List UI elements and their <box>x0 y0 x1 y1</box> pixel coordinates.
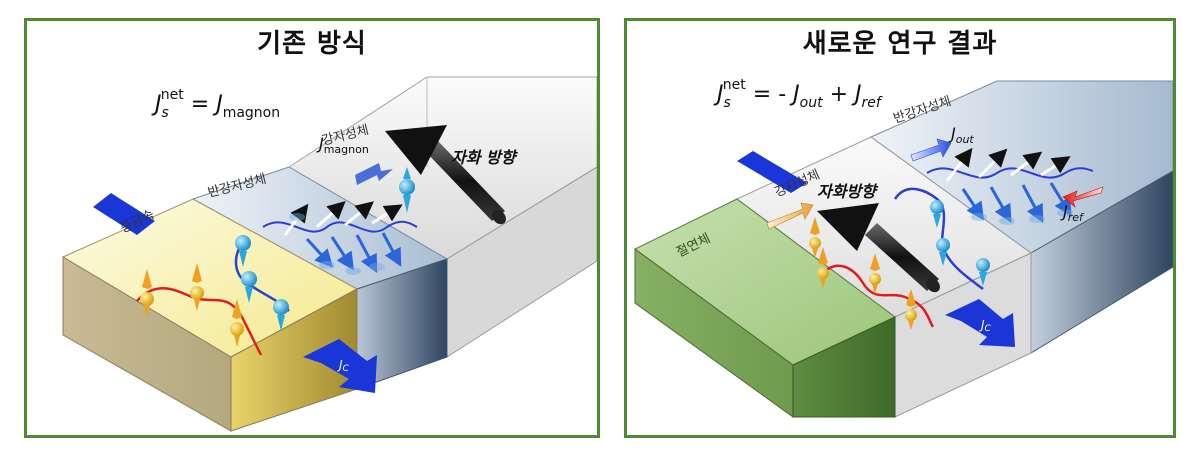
antiferro-spin-arrows-left <box>283 200 403 273</box>
ferro-spin-wave-red <box>822 264 935 328</box>
heavy-metal-spin-wave <box>136 287 263 356</box>
magnetization-arrow-right <box>817 203 940 293</box>
antiferromagnet-block <box>191 166 449 390</box>
spin-current-arrow-orange <box>766 202 814 230</box>
label-magnetization-right: 자화방향 <box>817 182 879 201</box>
electron-spins-right <box>930 200 990 286</box>
antiferro-spin-arrows-right <box>945 147 1072 223</box>
panel-new-result: 새로운 연구 결과 <box>624 18 1176 438</box>
electron-trajectory-right <box>893 187 984 291</box>
equation-conventional: Jsnet = Jmagnon <box>151 87 280 121</box>
label-jref: Jref <box>1060 202 1085 224</box>
magnon-wave-right <box>926 167 1094 179</box>
electron-spins-left <box>235 235 289 331</box>
label-jout: Jout <box>948 124 974 146</box>
panel-title-conventional: 기존 방식 <box>257 29 367 59</box>
jc-arrow-left <box>303 339 377 393</box>
spin-precession-discs-right <box>971 209 1073 225</box>
jc-arrow-right <box>945 299 1015 347</box>
label-magnetization-left: 자화 방향 <box>451 148 519 167</box>
magnetization-arrow-left <box>385 125 506 225</box>
spin-precession-discs-left <box>289 213 385 275</box>
panel-conventional: 기존 방식 <box>24 18 600 438</box>
equation-new-result: Jsnet = - Jout + Jref <box>713 77 883 111</box>
label-jc-right: JC <box>979 318 992 334</box>
label-jmagnon: Jmagnon <box>316 134 369 156</box>
jmagnon-arrow <box>355 163 393 185</box>
panel-title-new-result: 새로운 연구 결과 <box>802 29 998 59</box>
heavy-metal-spins <box>140 263 244 347</box>
magnon-wave-left <box>262 220 418 233</box>
incoming-current-arrow-right <box>737 151 807 193</box>
jref-arrow <box>1062 186 1104 208</box>
jout-arrow <box>910 138 952 162</box>
incoming-current-arrow <box>93 193 155 235</box>
label-jc-left: JC <box>337 358 350 374</box>
insulator-block <box>634 198 896 418</box>
ferro-electron-left <box>399 167 415 213</box>
conventional-diagram: 중금속 반강자성체 강자성체 자화 방향 Jmagnon JC Jsnet = … <box>61 76 597 432</box>
new-result-diagram: 절연체 강자성체 반강자성체 자화방향 Jout Jref JC Jsnet =… <box>634 77 1173 418</box>
ferro-spins-orange <box>809 217 917 330</box>
